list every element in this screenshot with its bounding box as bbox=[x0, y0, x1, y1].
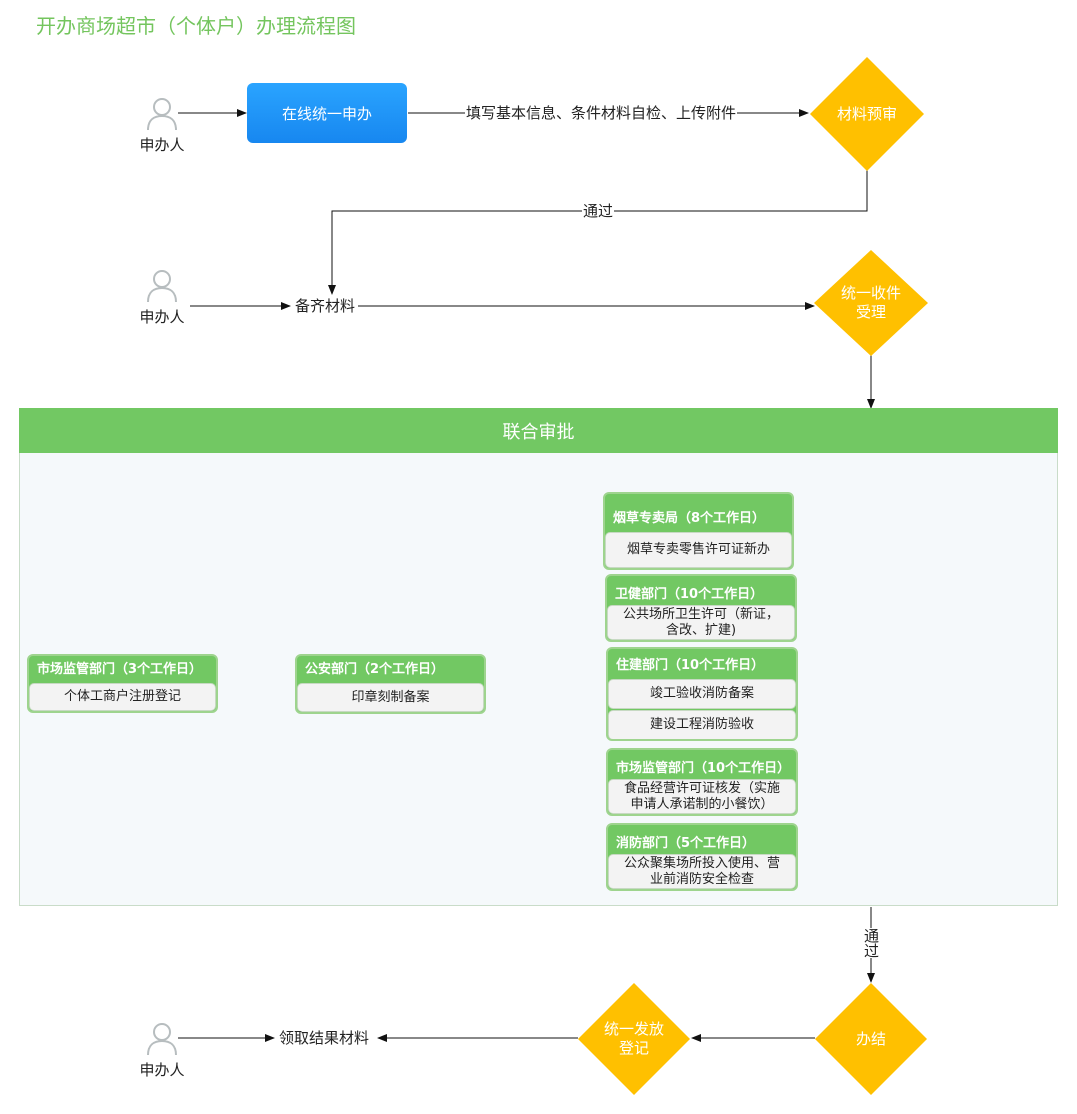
pass-label-vertical: 通过 bbox=[862, 928, 880, 958]
card-header: 卫健部门（10个工作日） bbox=[615, 587, 764, 602]
person-icon bbox=[147, 98, 177, 131]
person-icon bbox=[147, 1023, 177, 1056]
unified-receive-diamond bbox=[814, 250, 928, 356]
card-market-food: 市场监管部门（10个工作日） 食品经营许可证核发（实施 申请人承诺制的小餐饮） bbox=[606, 748, 798, 816]
card-item: 公众聚集场所投入使用、营 业前消防安全检查 bbox=[608, 854, 796, 889]
card-market-registration: 市场监管部门（3个工作日） 个体工商户注册登记 bbox=[27, 654, 218, 713]
card-tobacco: 烟草专卖局（8个工作日） 烟草专卖零售许可证新办 bbox=[603, 492, 794, 570]
card-health: 卫健部门（10个工作日） 公共场所卫生许可（新证， 含改、扩建) bbox=[605, 574, 797, 642]
card-item: 食品经营许可证核发（实施 申请人承诺制的小餐饮） bbox=[608, 779, 796, 814]
applicant-3: 申办人 bbox=[137, 1021, 187, 1091]
card-construction: 住建部门（10个工作日） 竣工验收消防备案 建设工程消防验收 bbox=[606, 647, 798, 741]
card-header: 公安部门（2个工作日） bbox=[305, 662, 445, 677]
completion-diamond bbox=[815, 983, 927, 1095]
card-item: 公共场所卫生许可（新证， 含改、扩建) bbox=[607, 605, 795, 640]
applicant-label: 申办人 bbox=[139, 308, 185, 326]
card-item-line: 公众聚集场所投入使用、营 bbox=[623, 855, 780, 871]
material-review-label: 材料预审 bbox=[836, 104, 897, 123]
collect-results-label: 领取结果材料 bbox=[278, 1029, 371, 1047]
card-item-line: 含改、扩建) bbox=[665, 622, 737, 638]
card-header: 住建部门（10个工作日） bbox=[616, 658, 765, 673]
card-header: 市场监管部门（10个工作日） bbox=[616, 761, 791, 776]
joint-review-header: 联合审批 bbox=[19, 408, 1058, 453]
unified-receive-label: 统一收件 受理 bbox=[814, 250, 928, 356]
card-item-line: 申请人承诺制的小餐饮） bbox=[630, 796, 774, 812]
completion-label: 办结 bbox=[855, 1029, 886, 1048]
applicant-label: 申办人 bbox=[139, 1061, 185, 1079]
applicant-label: 申办人 bbox=[139, 136, 185, 154]
unified-issue-label: 统一发放 登记 bbox=[578, 983, 690, 1095]
card-item-line: 食品经营许可证核发（实施 bbox=[623, 780, 780, 796]
material-review-diamond bbox=[810, 57, 924, 171]
card-item: 竣工验收消防备案 bbox=[608, 679, 796, 709]
step1-label: 填写基本信息、条件材料自检、上传附件 bbox=[465, 104, 738, 122]
online-apply-button[interactable]: 在线统一申办 bbox=[247, 83, 407, 143]
unified-issue-line1: 统一发放 bbox=[603, 1020, 664, 1038]
card-header: 消防部门（5个工作日） bbox=[616, 836, 756, 851]
person-icon bbox=[147, 270, 177, 303]
card-header: 烟草专卖局（8个工作日） bbox=[613, 511, 766, 526]
card-item-line: 公共场所卫生许可（新证， bbox=[622, 606, 779, 622]
applicant-2: 申办人 bbox=[137, 268, 187, 338]
card-item: 建设工程消防验收 bbox=[608, 710, 796, 739]
pass-label-top: 通过 bbox=[582, 202, 615, 220]
card-fire: 消防部门（5个工作日） 公众聚集场所投入使用、营 业前消防安全检查 bbox=[606, 823, 798, 891]
applicant-1: 申办人 bbox=[137, 96, 187, 166]
card-header: 市场监管部门（3个工作日） bbox=[37, 662, 203, 677]
card-item: 印章刻制备案 bbox=[297, 683, 484, 712]
unified-receive-line2: 受理 bbox=[855, 303, 886, 321]
unified-issue-line2: 登记 bbox=[618, 1039, 649, 1057]
unified-issue-diamond bbox=[578, 983, 690, 1095]
card-item: 烟草专卖零售许可证新办 bbox=[605, 532, 792, 568]
page-title: 开办商场超市（个体户）办理流程图 bbox=[36, 14, 356, 38]
prepare-materials-label: 备齐材料 bbox=[294, 297, 357, 315]
card-police: 公安部门（2个工作日） 印章刻制备案 bbox=[295, 654, 486, 714]
unified-receive-line1: 统一收件 bbox=[840, 284, 901, 302]
card-item-line: 业前消防安全检查 bbox=[649, 871, 754, 887]
card-item: 个体工商户注册登记 bbox=[29, 683, 216, 711]
